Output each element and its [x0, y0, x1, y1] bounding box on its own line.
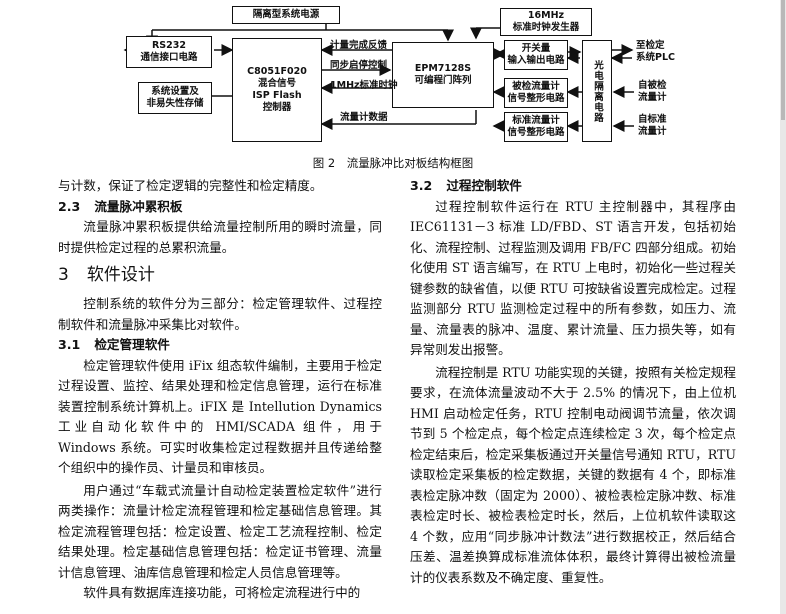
- signal-count-done: 计量完成反馈: [330, 40, 388, 51]
- signal-sync-start: 同步启停控制: [330, 60, 388, 71]
- figure-caption: 图 2 流量脉冲比对板结构框图: [312, 156, 474, 170]
- power-supply-box: 隔离型系统电源: [232, 6, 340, 24]
- standard-shaping-box: 标准流量计 信号整形电路: [504, 112, 568, 142]
- switch-io-box: 开关量 输入输出电路: [504, 40, 568, 70]
- vertical-scrollbar[interactable]: [780, 0, 786, 614]
- opto-isolation-box: 光电隔离电路: [582, 40, 612, 142]
- mcu-box: C8051F020 混合信号 ISP Flash 控制器: [232, 38, 322, 142]
- signal-1mhz-clock: 1MHz标准时钟: [330, 80, 398, 91]
- settings-storage-box: 系统设置及 非易失性存储: [138, 82, 212, 114]
- paragraph-3-1-b: 用户通过“车载式流量计自动检定装置检定软件”进行两类操作：流量计检定流程管理和检…: [58, 482, 382, 580]
- paragraph-3-1-a: 检定管理软件使用 iFix 组态软件编制，主要用于检定过程设置、监控、结果处理和…: [58, 357, 382, 476]
- paragraph-3-1-c: 软件具有数据库连接功能，可将检定流程进行中的: [83, 585, 361, 600]
- epm-box: EPM7128S 可编程门阵列: [392, 42, 494, 108]
- paragraph-2-3: 流量脉冲累积板提供给流量控制所用的瞬时流量，同时提供检定过程的总累积流量。: [58, 219, 382, 255]
- block-diagram: 隔离型系统电源 RS232 通信接口电路 系统设置及 非易失性存储 C8051F…: [0, 0, 780, 150]
- paragraph-3-2-b: 流程控制是 RTU 功能实现的关键，按照有关检定规程要求，在流体流量波动不大于 …: [410, 364, 736, 585]
- paragraph-3-2-a: 过程控制软件运行在 RTU 主控制器中，其程序由 IEC61131－3 标准 L…: [410, 198, 736, 358]
- signal-flow-data: 流量计数据: [340, 112, 388, 123]
- input-from-standard: 自标准 流量计: [638, 114, 667, 137]
- input-from-checked: 自被检 流量计: [638, 80, 667, 103]
- continued-paragraph: 与计数，保证了检定逻辑的完整性和检定精度。: [58, 178, 323, 193]
- rs232-box: RS232 通信接口电路: [126, 36, 212, 68]
- checked-shaping-box: 被检流量计 信号整形电路: [504, 78, 568, 108]
- clock-box: 16MHz 标准时钟发生器: [500, 8, 592, 36]
- paragraph-3: 控制系统的软件分为三部分：检定管理软件、过程控制软件和流量脉冲采集比对软件。: [58, 296, 382, 332]
- scrollbar-thumb[interactable]: [781, 0, 785, 120]
- output-to-plc: 至检定 系统PLC: [636, 40, 675, 63]
